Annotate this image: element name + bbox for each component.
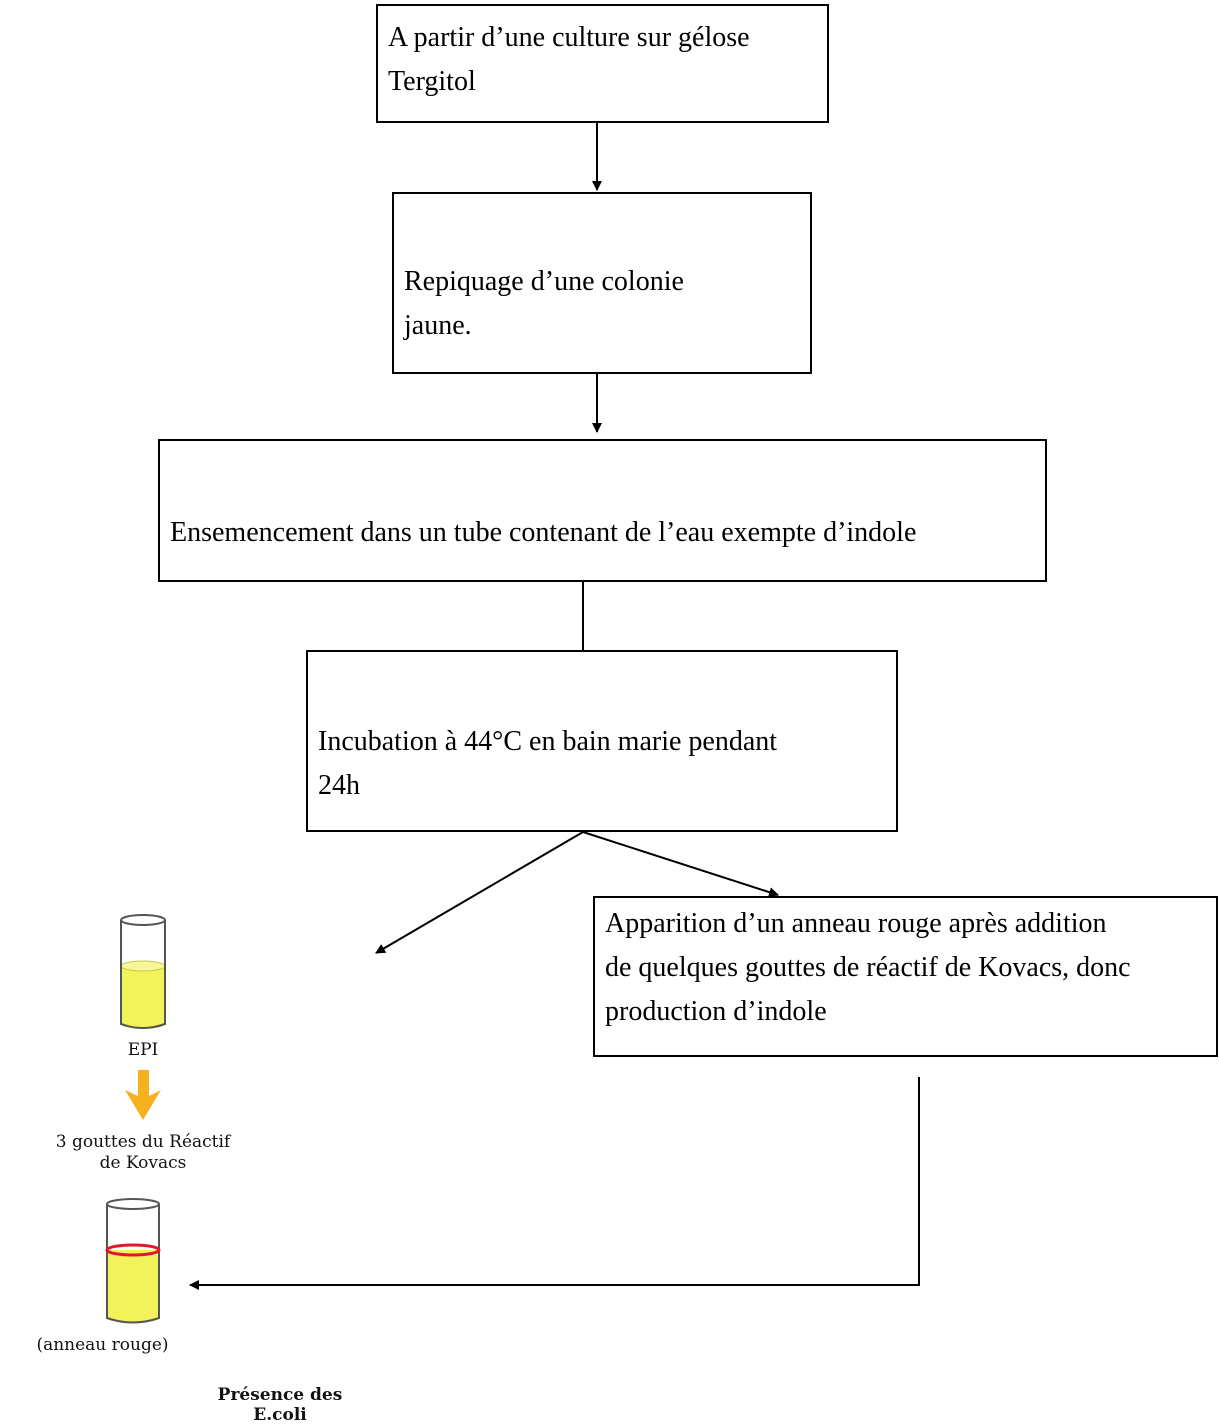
reagent-label-line1: 3 gouttes du Réactif — [55, 1132, 231, 1152]
step5-line2: de quelques gouttes de réactif de Kovacs… — [605, 952, 1131, 983]
tube-epi-label: EPI — [127, 1040, 159, 1060]
red-ring — [105, 1243, 161, 1257]
arrow-step5-to-tube — [189, 1077, 920, 1290]
step5-box: Apparition d’un anneau rouge après addit… — [593, 896, 1218, 1057]
arrow-step4-to-step5 — [582, 831, 779, 897]
arrow-step4-to-left — [375, 831, 584, 954]
tube-ring-label: (anneau rouge) — [36, 1335, 169, 1355]
step2-line1: Repiquage d’une colonie — [404, 266, 684, 297]
result-label-line1: Présence des — [217, 1385, 343, 1405]
step1-box: A partir d’une culture sur gélose Tergit… — [376, 4, 829, 123]
step3-text: Ensemencement dans un tube contenant de … — [170, 517, 917, 548]
step1-line2: Tergitol — [388, 66, 476, 97]
step5-line1: Apparition d’un anneau rouge après addit… — [605, 908, 1107, 939]
step4-box: Incubation à 44°C en bain marie pendant … — [306, 650, 898, 832]
reagent-label-line2: de Kovacs — [99, 1153, 187, 1173]
step4-line2: 24h — [318, 770, 360, 801]
step2-box: Repiquage d’une colonie jaune. — [392, 192, 812, 374]
step2-line2: jaune. — [404, 310, 472, 341]
step4-line1: Incubation à 44°C en bain marie pendant — [318, 726, 778, 757]
result-label-line2: E.coli — [253, 1405, 307, 1425]
step3-box: Ensemencement dans un tube contenant de … — [158, 439, 1047, 582]
orange-down-arrow-icon — [125, 1070, 161, 1120]
test-tube-red-ring — [105, 1198, 161, 1324]
test-tube-epi — [120, 914, 166, 1029]
step5-line3: production d’indole — [605, 996, 827, 1027]
step1-line1: A partir d’une culture sur gélose — [388, 22, 750, 53]
